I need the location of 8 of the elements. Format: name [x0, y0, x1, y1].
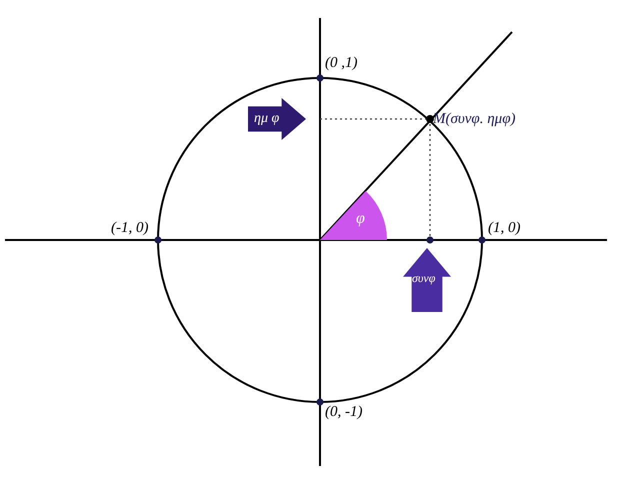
coordinate-label: (1, 0) — [488, 221, 520, 236]
coordinate-label: (0, -1) — [325, 405, 362, 420]
arrow-label: συνφ — [412, 272, 436, 284]
coordinate-label: (-1, 0) — [111, 221, 148, 236]
point-label: M(συνφ. ημφ) — [433, 112, 516, 127]
arrow-label: φ — [356, 211, 365, 227]
arrow-label: ημ φ — [254, 112, 280, 126]
coordinate-label: (0 ,1) — [325, 56, 358, 71]
